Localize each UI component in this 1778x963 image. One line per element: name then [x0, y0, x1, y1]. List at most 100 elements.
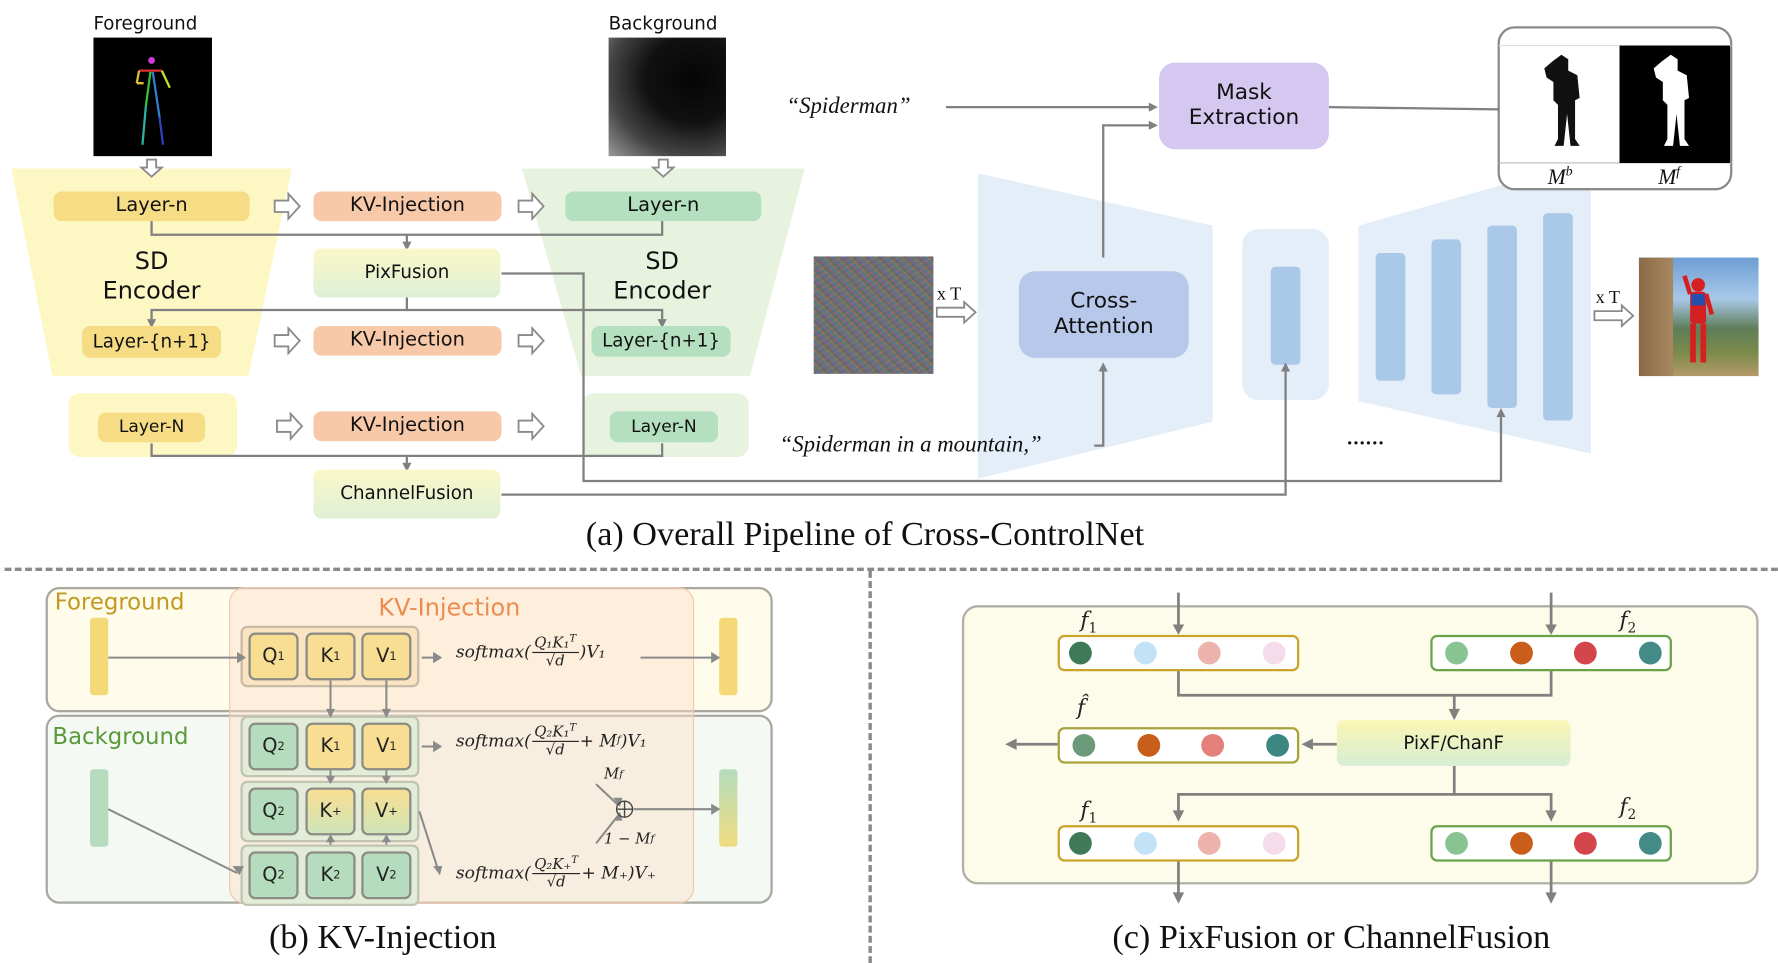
f1-top-dot-3: [1197, 641, 1221, 665]
fhat-dot-1: [1072, 733, 1096, 757]
prompt-long: “Spiderman in a mountain,”: [779, 431, 1042, 458]
f1-bottom-dot-3: [1197, 831, 1221, 855]
kv-injection-block-3: KV-Injection: [313, 411, 502, 442]
panel-a-connectors: [150, 105, 1503, 496]
foreground-pose-image: [93, 37, 212, 157]
hollow-arrow-right-1b: [517, 191, 545, 222]
formula2-num-text: Q₂K₁: [534, 724, 570, 742]
f1-top-label: f1: [1080, 607, 1097, 635]
cell-k2-base: K: [320, 863, 334, 887]
f2-top-dot-1: [1445, 641, 1468, 665]
f1-top-dot-1: [1069, 641, 1092, 665]
cell-q2-plus-row-base: Q: [262, 800, 278, 823]
panel-a-caption: (a) Overall Pipeline of Cross-ControlNet: [585, 515, 1145, 553]
f2-top-dot-4: [1638, 641, 1662, 665]
formula1-num-sup: T: [569, 633, 577, 646]
f2-top-label-sub: 2: [1627, 619, 1637, 636]
cross-attention-block: Cross- Attention: [1018, 271, 1189, 358]
formula3-suffix: + M₊)V₊: [581, 862, 656, 884]
f1-top-label-base: f: [1080, 607, 1089, 633]
mf-base: M: [604, 765, 620, 783]
prompt-short: “Spiderman”: [786, 93, 911, 119]
f2-top-dot-3: [1573, 641, 1597, 665]
unet-decoder-block-3: [1487, 225, 1517, 409]
feature-f2-bottom: [1430, 825, 1672, 862]
fg-sd-encoder-title-line1: SD: [134, 247, 169, 275]
timesteps-in-label: x T: [936, 284, 962, 305]
formula2-num-sup: T: [569, 722, 577, 734]
hollow-arrow-right-3b: [517, 411, 545, 442]
cross-attention-line2: Attention: [1053, 313, 1154, 339]
formula2-den: √d: [545, 742, 565, 760]
formula1-num-text: Q₁K₁: [534, 635, 570, 653]
cell-q1-sub: 1: [277, 650, 285, 663]
fg-layer-n-plus-1: Layer-{n+1}: [82, 325, 222, 358]
bg-layer-n: Layer-n: [565, 191, 762, 222]
kv-background-label: Background: [52, 722, 189, 750]
hollow-arrow-down-fg: [138, 158, 165, 178]
formula2-tail: )V₁: [620, 730, 647, 752]
cell-v2-base: V: [376, 863, 390, 887]
f1-bottom-dot-2: [1134, 831, 1157, 855]
background-depth-image: [608, 37, 726, 157]
cell-q2-bg-sub: 2: [277, 869, 285, 882]
panel-b-connectors: [107, 651, 721, 876]
mask-f-silhouette: [1653, 54, 1690, 146]
formula3-num-text: Q₂K₊: [534, 856, 572, 874]
cell-v-plus: V+: [361, 787, 412, 836]
feature-f2-top: [1430, 634, 1672, 672]
f2-top-dot-2: [1510, 641, 1533, 665]
fhat-dot-2: [1137, 733, 1161, 757]
cell-v1-base: V: [376, 645, 390, 668]
kv-injection-title: KV-Injection: [378, 593, 521, 622]
fhat-dot-3: [1201, 733, 1225, 757]
mask-extraction-line1: Mask: [1216, 79, 1272, 106]
mask-f-label: Mf: [1658, 163, 1680, 191]
panel-c-connectors: [1005, 592, 1557, 904]
f2-bottom-dot-4: [1638, 831, 1662, 855]
bg-sd-encoder-title: SD Encoder: [613, 246, 711, 306]
cell-k-plus-base: K: [319, 800, 333, 823]
pixf-chanf-block: PixF/ChanF: [1336, 720, 1571, 766]
f1-bottom-label-sub: 1: [1088, 810, 1098, 827]
formula3-num-sup: T: [571, 854, 579, 867]
f2-bottom-label-sub: 2: [1627, 806, 1637, 823]
bg-sd-encoder-title-line1: SD: [645, 247, 679, 275]
cell-v1-injected-sub: 1: [389, 740, 397, 753]
f1-bottom-dot-4: [1262, 831, 1286, 855]
cell-k1-injected-base: K: [320, 735, 334, 758]
formula2-num: Q₂K₁T: [532, 723, 579, 743]
cell-v1-sub: 1: [389, 650, 397, 663]
unet-decoder-block-1: [1375, 253, 1406, 381]
mask-f-sup: f: [1676, 162, 1681, 179]
ellipsis-more-blocks: ......: [1347, 426, 1385, 450]
fg-sd-encoder-title-line2: Encoder: [102, 277, 201, 305]
cell-k-plus-sup: +: [332, 805, 342, 818]
cell-k1-base: K: [320, 645, 334, 668]
feature-f1-bottom: [1057, 825, 1300, 862]
bg-layer-n-plus-1: Layer-{n+1}: [591, 325, 731, 357]
spiderman-figure-icon: [1682, 275, 1715, 363]
fg-layer-N: Layer-N: [98, 412, 206, 443]
hollow-arrows: [138, 158, 1635, 442]
fhat-label: f̂: [1077, 695, 1086, 721]
output-spiderman-image: [1638, 257, 1759, 377]
feature-fhat: [1057, 727, 1300, 764]
background-input-label: Background: [608, 12, 718, 35]
formula1-suffix: )V₁: [579, 641, 606, 663]
kv-injection-block-2: KV-Injection: [313, 325, 502, 356]
cell-k-plus: K+: [305, 787, 356, 836]
bg-sd-encoder-title-line2: Encoder: [613, 277, 712, 305]
kv-foreground-label: Foreground: [54, 588, 185, 616]
formula1-prefix: softmax(: [455, 641, 531, 663]
one-minus-mf-sup: f: [650, 833, 655, 846]
f2-bottom-dot-3: [1573, 831, 1597, 855]
